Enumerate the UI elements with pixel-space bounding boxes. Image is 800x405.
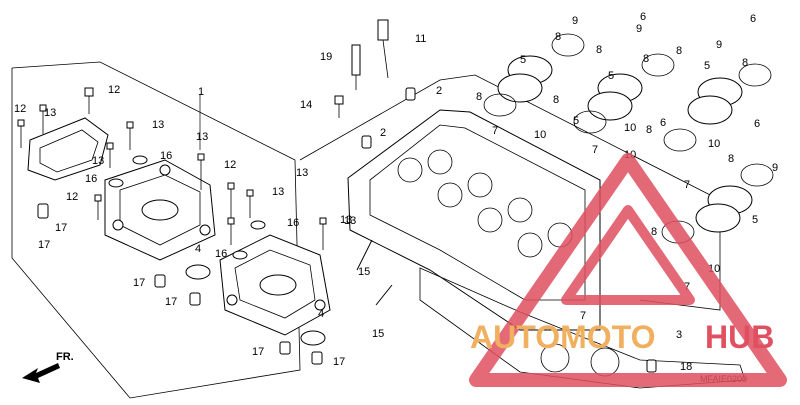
callout-number: 15 bbox=[358, 266, 370, 278]
callout-number: 5 bbox=[704, 60, 710, 72]
callout-number: 5 bbox=[520, 54, 526, 66]
stud-bolt bbox=[356, 239, 373, 271]
callout-number: 3 bbox=[676, 329, 682, 341]
callout-number: 13 bbox=[92, 155, 104, 167]
sensor-stud bbox=[377, 19, 389, 79]
callout-number: 4 bbox=[195, 243, 201, 255]
cylinder-head bbox=[347, 109, 601, 331]
callout-number: 2 bbox=[380, 127, 386, 139]
callout-number: 13 bbox=[152, 119, 164, 131]
callout-number: 10 bbox=[534, 129, 546, 141]
insulator bbox=[497, 55, 753, 233]
front-label: FR. bbox=[56, 351, 74, 363]
callout-number: 8 bbox=[742, 57, 748, 69]
callout-number: 13 bbox=[196, 131, 208, 143]
watermark-text-auto: AUTOMOTO bbox=[470, 319, 655, 355]
callout-number: 13 bbox=[272, 186, 284, 198]
callout-number: 17 bbox=[55, 222, 67, 234]
callout-number: 7 bbox=[684, 179, 690, 191]
callout-number: 17 bbox=[38, 239, 50, 251]
bolt bbox=[17, 87, 327, 250]
callout-number: 8 bbox=[555, 31, 561, 43]
front-direction-arrow: FR. bbox=[22, 351, 74, 383]
callout-number: 10 bbox=[624, 122, 636, 134]
callout-number: 11 bbox=[415, 33, 426, 45]
callout-number: 6 bbox=[750, 13, 756, 25]
callout-number: 12 bbox=[108, 84, 120, 96]
callout-number: 8 bbox=[476, 91, 482, 103]
callout-number: 18 bbox=[680, 361, 692, 373]
callout-number: 9 bbox=[572, 15, 578, 27]
callout-number: 1 bbox=[198, 86, 204, 98]
callout-number: 9 bbox=[716, 39, 722, 51]
o-ring bbox=[300, 330, 326, 346]
head-group-outline bbox=[299, 74, 721, 311]
callout-number: 8 bbox=[596, 44, 602, 56]
callout-number: 5 bbox=[752, 214, 758, 226]
washer bbox=[108, 155, 266, 260]
callout-number: 12 bbox=[224, 159, 236, 171]
callout-number: 4 bbox=[318, 308, 324, 320]
callout-number: 8 bbox=[643, 53, 649, 65]
spark-plug bbox=[351, 44, 361, 90]
cam-holder-group-outline bbox=[11, 61, 301, 399]
callout-number: 8 bbox=[553, 94, 559, 106]
callout-number: 14 bbox=[300, 99, 312, 111]
cam-holder-right bbox=[219, 234, 331, 336]
callout-number: 17 bbox=[133, 277, 145, 289]
callout-number: 16 bbox=[287, 217, 299, 229]
callout-number: 17 bbox=[333, 356, 345, 368]
callout-number: 16 bbox=[85, 173, 97, 185]
callout-number: 5 bbox=[573, 115, 579, 127]
callout-number: 8 bbox=[676, 45, 682, 57]
callout-number: 16 bbox=[215, 248, 227, 260]
callout-number: 19 bbox=[320, 51, 332, 63]
cam-holder-left bbox=[104, 159, 216, 261]
callout-number: 15 bbox=[372, 328, 384, 340]
watermark-logo bbox=[469, 153, 787, 387]
callout-number: 13 bbox=[44, 107, 56, 119]
callout-number: 7 bbox=[592, 144, 598, 156]
bolt-14 bbox=[334, 95, 344, 118]
callout-number: 6 bbox=[640, 11, 646, 23]
callout-number: 13 bbox=[296, 167, 308, 179]
callout-number: 13 bbox=[344, 215, 356, 227]
dowel-2 bbox=[405, 87, 416, 101]
dowel-18 bbox=[646, 359, 657, 373]
callout-number: 6 bbox=[754, 118, 760, 130]
callout-number: 12 bbox=[66, 191, 78, 203]
o-ring bbox=[185, 264, 211, 280]
dowel-pin bbox=[37, 203, 323, 365]
callout-number: 10 bbox=[708, 138, 720, 150]
dowel-2 bbox=[361, 135, 372, 149]
small-cam-holder bbox=[27, 117, 109, 181]
callout-number: 13 bbox=[340, 214, 352, 226]
stud-bolt bbox=[375, 284, 393, 306]
callout-number: 17 bbox=[165, 296, 177, 308]
callout-number: 5 bbox=[608, 70, 614, 82]
callout-number: 8 bbox=[728, 153, 734, 165]
callout-number: 9 bbox=[636, 23, 642, 35]
callout-number: 6 bbox=[660, 117, 666, 129]
callout-number: 7 bbox=[492, 125, 498, 137]
callout-number: 8 bbox=[646, 124, 652, 136]
callout-number: 7 bbox=[580, 310, 586, 322]
callout-number: 16 bbox=[160, 150, 172, 162]
watermark-text-hub: HUB bbox=[705, 319, 774, 355]
callout-number: 2 bbox=[436, 85, 442, 97]
callout-number: 8 bbox=[651, 226, 657, 238]
callout-number: 17 bbox=[252, 346, 264, 358]
callout-number: 12 bbox=[14, 103, 26, 115]
callout-number: 9 bbox=[772, 162, 778, 174]
